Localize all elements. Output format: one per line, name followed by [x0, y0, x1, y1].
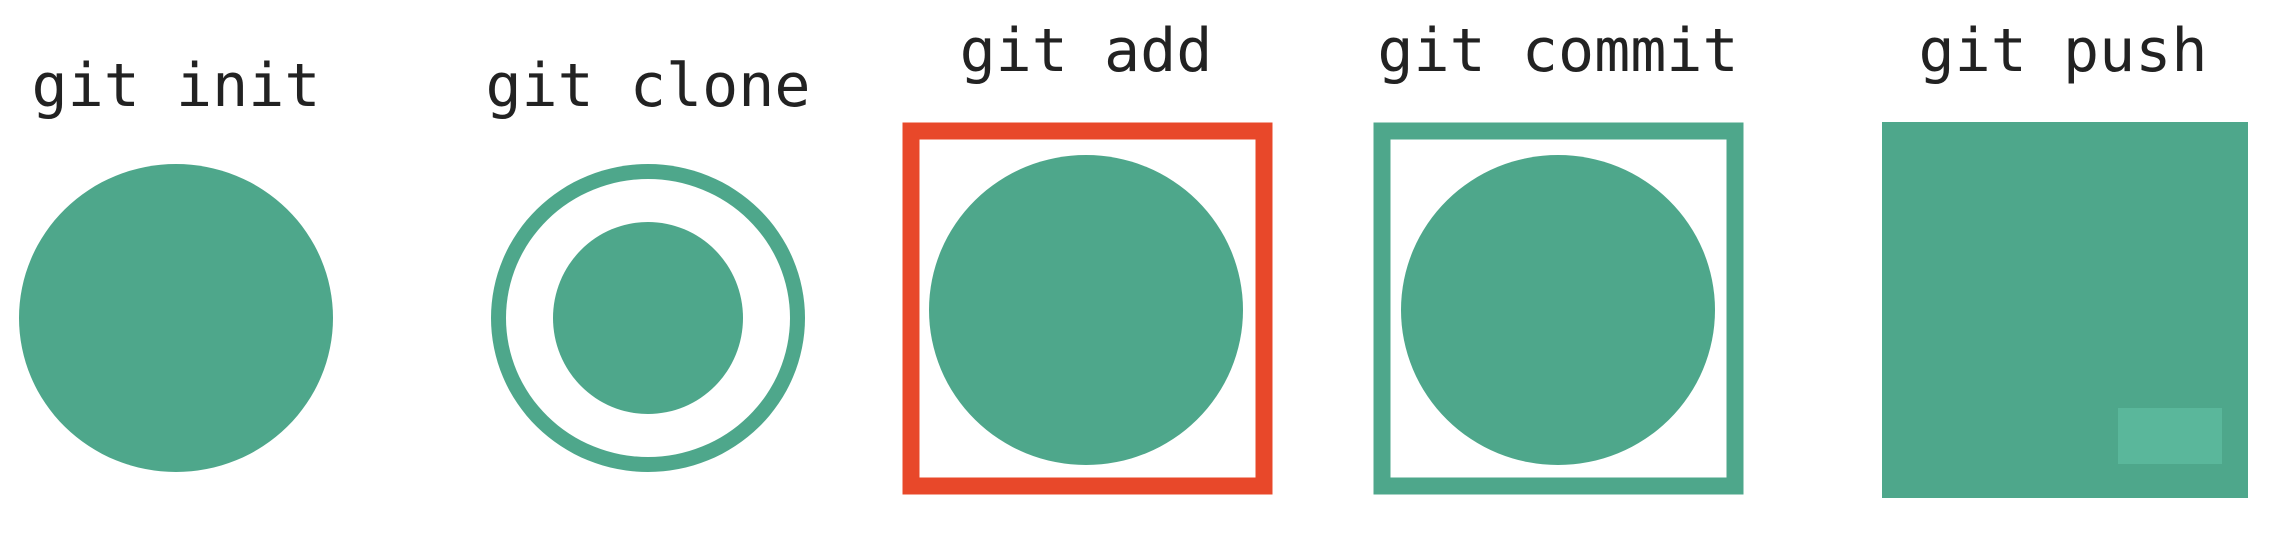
git-add-label: git add [960, 16, 1213, 86]
git-push-label: git push [1919, 16, 2208, 86]
staging-box-outline [902, 122, 1273, 495]
commit-circle [1401, 155, 1715, 465]
git-clone-label: git clone [485, 51, 810, 121]
clone-inner-circle [553, 222, 743, 414]
init-circle [19, 164, 333, 472]
push-faint-badge [2118, 408, 2222, 464]
git-commit-label: git commit [1377, 16, 1738, 86]
add-circle [929, 155, 1243, 465]
git-init-label: git init [32, 51, 321, 121]
commit-box-outline [1373, 122, 1744, 495]
